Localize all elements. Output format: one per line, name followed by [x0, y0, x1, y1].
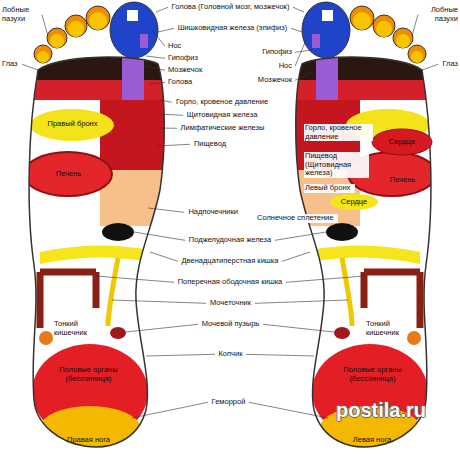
left-foot — [260, 2, 460, 450]
leader-line — [156, 7, 168, 12]
leader-line — [422, 64, 438, 70]
leader-line — [96, 276, 174, 282]
leader-line — [146, 66, 165, 70]
leader-line — [263, 324, 334, 332]
leader-line — [132, 402, 208, 418]
leader-line — [150, 82, 165, 84]
leader-line — [295, 72, 314, 80]
part-label: Поперечная ободочная кишка — [177, 278, 283, 287]
region-label: Тонкий кишечник — [366, 320, 407, 337]
leader-line — [295, 40, 306, 66]
leader-line — [126, 324, 198, 332]
foot-name: Правая нога — [66, 436, 111, 445]
part-label: Надпочечники — [187, 208, 238, 217]
part-label: Горло, кровеное давление — [175, 98, 269, 107]
part-label: Голова (Головной мозг, мозжечок) — [171, 3, 290, 12]
leader-line — [156, 144, 190, 146]
part-label: Левый бронх — [304, 184, 355, 193]
region-label: Печень — [55, 170, 82, 179]
heart-zone — [372, 129, 432, 155]
part-label: Горло, кровеное давление — [304, 124, 373, 141]
part-label: Голова — [168, 78, 194, 87]
part-label: Мозжечок — [168, 66, 204, 75]
leader-line — [293, 7, 304, 12]
leader-line — [146, 56, 165, 58]
leader-line — [275, 232, 326, 240]
part-label: Мочеточник — [209, 299, 252, 308]
part-label: Гипофиз — [261, 48, 292, 57]
part-label: Шишковидная железа (эпифиз) — [177, 24, 288, 33]
part-label: Копчик — [218, 350, 243, 359]
leader-line — [412, 15, 418, 36]
part-label: Гипофиз — [168, 54, 199, 63]
leader-line — [255, 300, 348, 303]
watermark: postila.ru — [336, 398, 428, 422]
region-label: Половые органы (бессонница) — [48, 366, 129, 383]
region-label: Печень — [389, 176, 416, 185]
part-label: Пищевод (Щитовидная железа) — [304, 152, 369, 178]
leader-line — [150, 252, 178, 261]
leader-line — [134, 232, 185, 240]
leader-line — [22, 64, 38, 70]
foot-name: Левая нога — [352, 436, 392, 445]
region-label: Правый бронх — [47, 120, 98, 129]
leader-line — [112, 300, 206, 303]
part-label: Глаз — [441, 60, 458, 69]
leader-line — [152, 30, 165, 46]
region-label: Тонкий кишечник — [54, 320, 95, 337]
leader-line — [246, 354, 314, 356]
region-label: Сердце — [388, 138, 416, 147]
part-label: Поджелудочная железа — [188, 236, 272, 245]
leader-line — [42, 15, 48, 36]
leader-line — [286, 276, 364, 282]
part-label: Пищевод — [193, 140, 227, 149]
part-label: Нос — [277, 62, 292, 71]
leader-line — [291, 28, 302, 32]
part-label: Лобные пазухи — [2, 6, 39, 23]
part-label: Мочевой пузырь — [201, 320, 260, 329]
leader-line — [295, 50, 312, 52]
leader-line — [160, 100, 172, 102]
leader-line — [146, 354, 215, 356]
part-label: Лобные пазухи — [421, 6, 458, 23]
leader-line — [158, 114, 183, 115]
leader-line — [148, 208, 184, 212]
part-label: Геморрой — [211, 398, 246, 407]
leader-line — [282, 252, 310, 261]
region-label: Половые органы (бессонница) — [332, 366, 413, 383]
part-label: Щитовидная железа — [186, 111, 258, 120]
part-label: Двенадцатиперстная кишка — [181, 257, 279, 266]
part-label: Мозжечок — [256, 76, 292, 85]
leader-line — [249, 402, 328, 418]
part-label: Лимфатические железы — [180, 124, 265, 133]
region-label: Сердце — [340, 198, 368, 207]
part-label: Нос — [168, 42, 183, 51]
leader-line — [158, 128, 177, 129]
leader-line — [158, 28, 174, 32]
part-label: Глаз — [2, 60, 19, 69]
part-label: Солнечное сплетение — [256, 214, 338, 223]
heart-zone — [330, 194, 378, 210]
